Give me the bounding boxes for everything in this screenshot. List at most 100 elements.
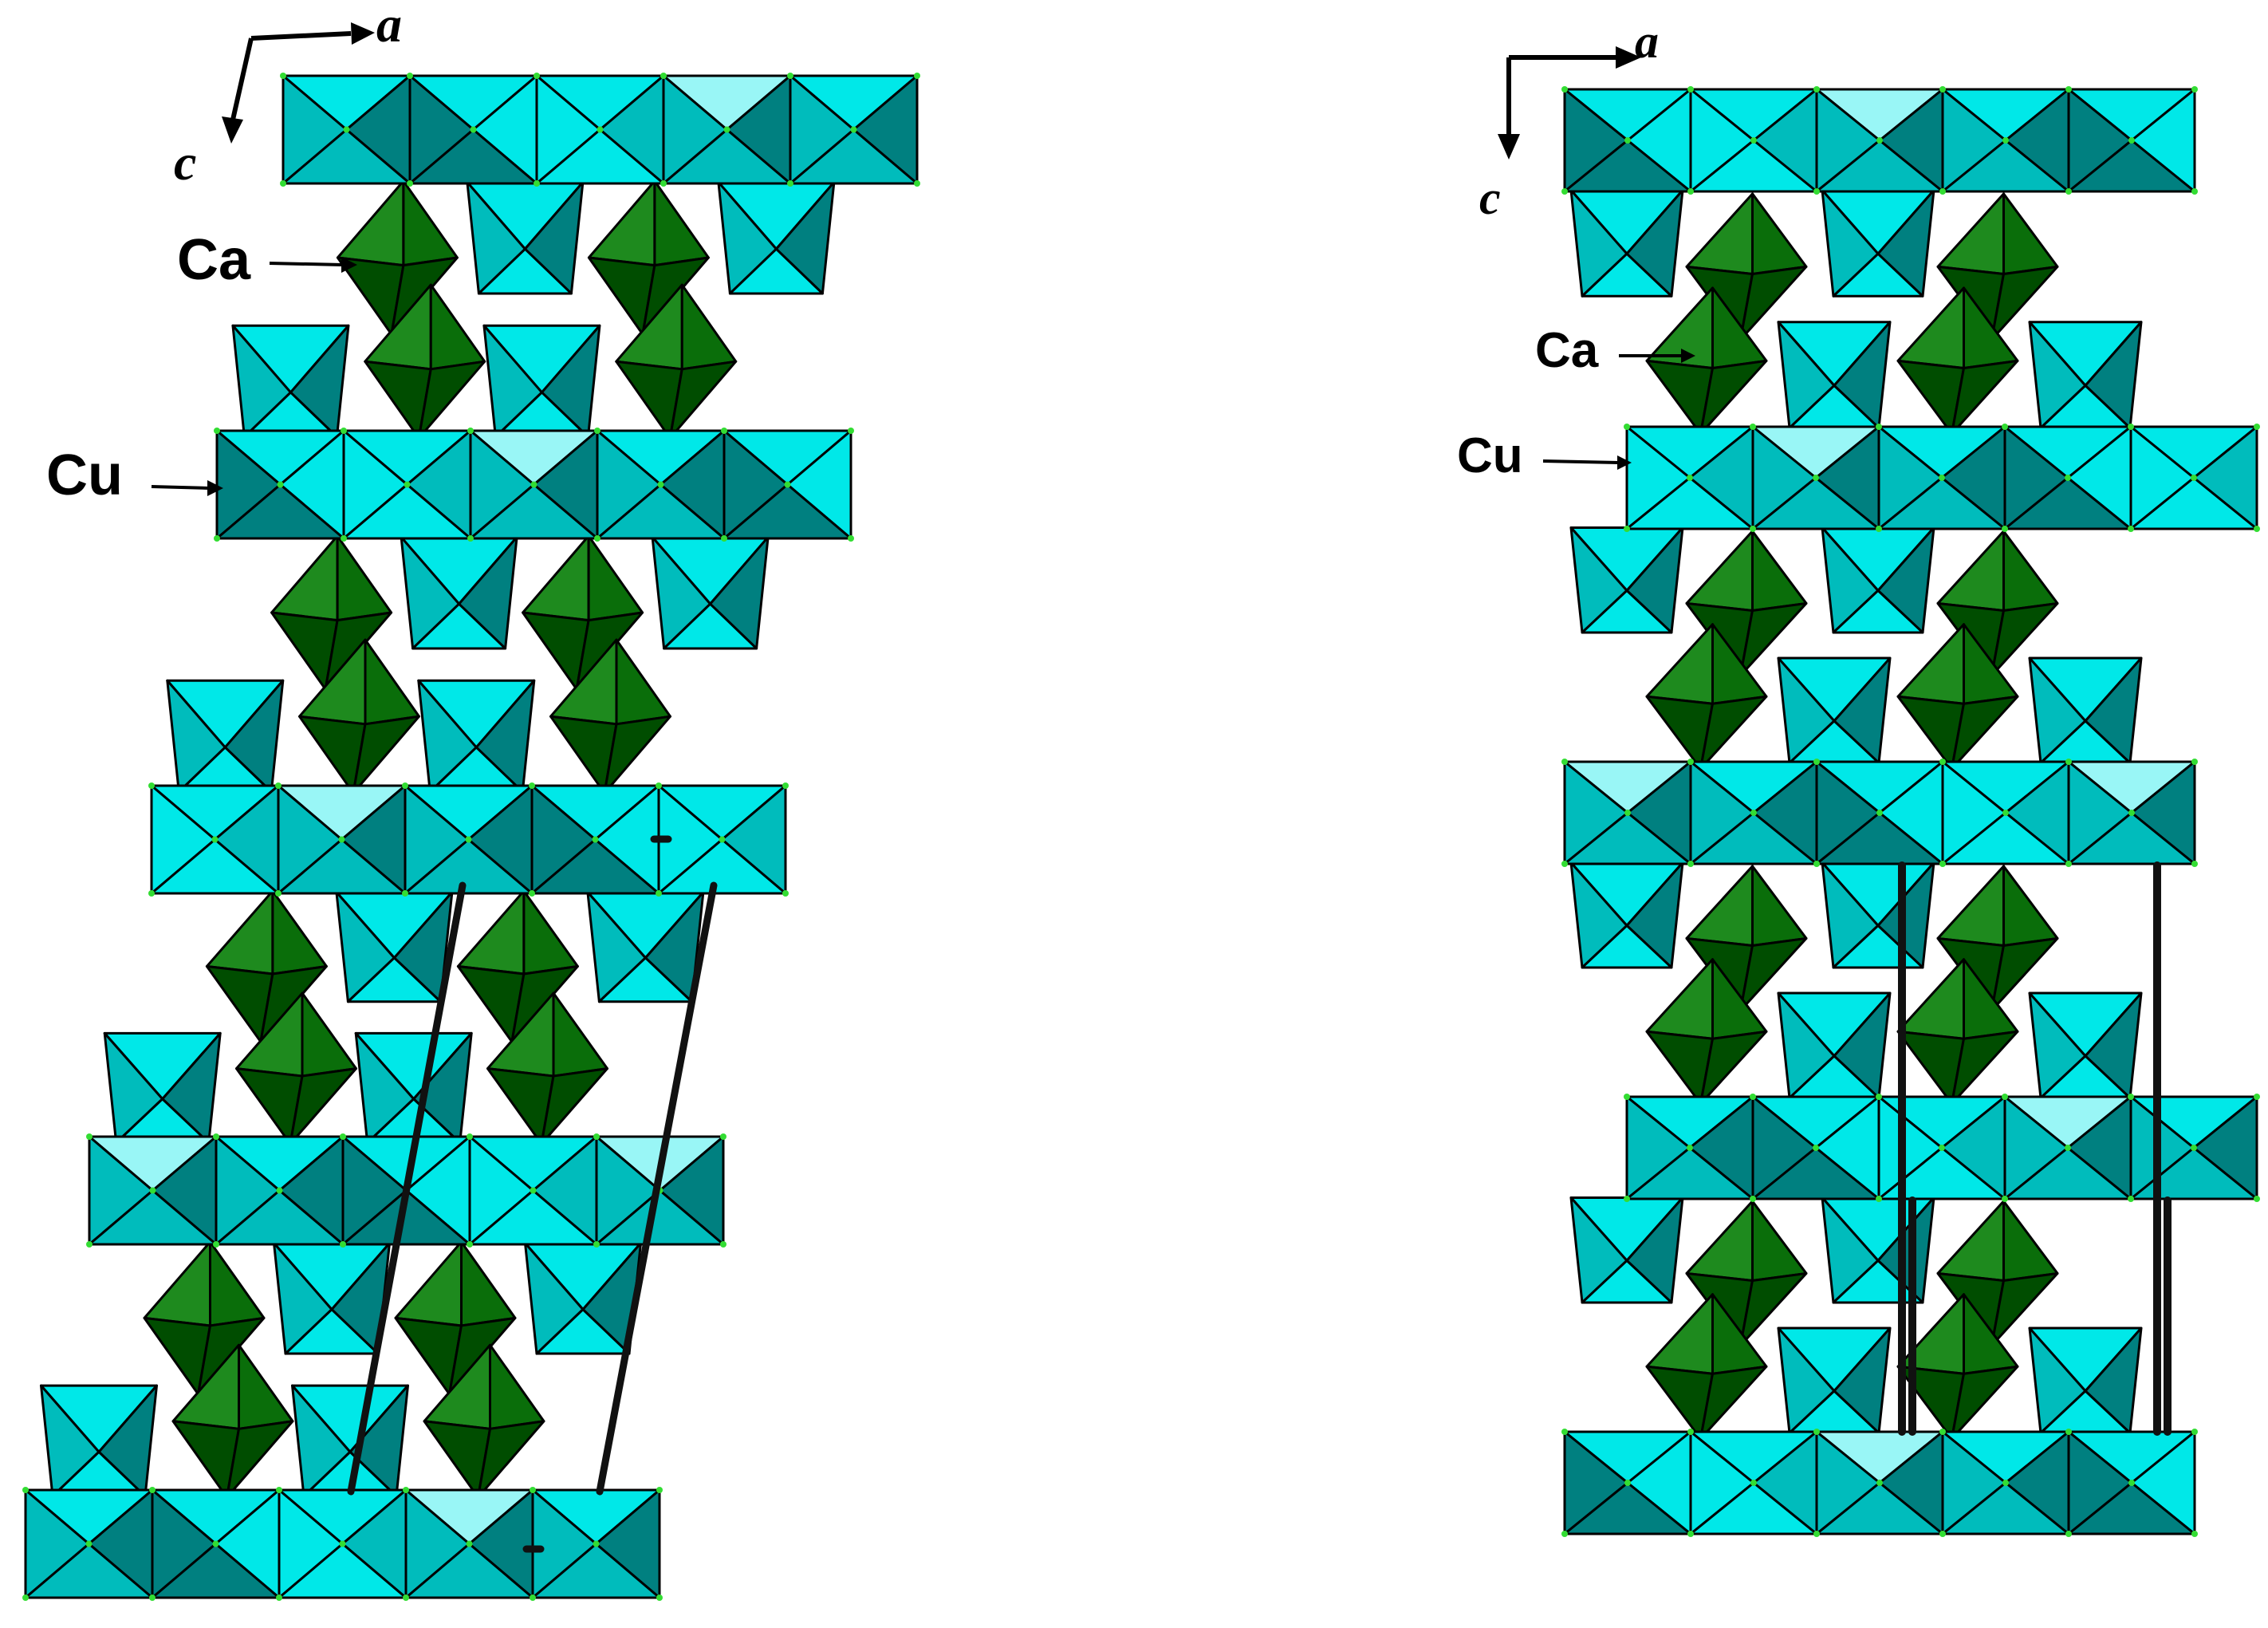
vertex-atom xyxy=(466,1540,473,1547)
axis-label-a: a xyxy=(1635,15,1659,68)
cu-tetrahedron-face xyxy=(1832,252,1924,298)
arrow-right-icon xyxy=(351,22,375,45)
vertex-atom xyxy=(402,890,408,897)
cu-octahedron-face xyxy=(215,1189,345,1246)
ca-polyhedron-face xyxy=(1896,286,1965,370)
vertex-atom xyxy=(2191,86,2198,93)
arrow-down-icon xyxy=(1498,134,1520,160)
vertex-atom xyxy=(1813,475,1819,481)
cu-octahedron-face xyxy=(469,483,599,540)
vertex-atom xyxy=(530,481,537,488)
cu-octahedron-face xyxy=(1815,1481,1944,1535)
ca-polyhedron-face xyxy=(1699,1365,1768,1441)
vertex-atom xyxy=(404,481,411,488)
vertex-atom xyxy=(1813,1531,1820,1537)
vertex-atom xyxy=(660,73,667,79)
cu-octahedron-face xyxy=(151,1543,281,1599)
left-axes: a c xyxy=(174,0,402,191)
vertex-atom xyxy=(1813,1429,1820,1435)
cu-octahedron-face xyxy=(789,128,919,185)
cu-octahedron-face xyxy=(1751,1146,1880,1200)
ca-polyhedron-face xyxy=(1951,359,2019,436)
ca-polyhedron-face xyxy=(143,1240,211,1327)
vertex-atom xyxy=(148,782,155,789)
cu-octahedron-face xyxy=(595,1189,725,1246)
ca-polyhedron-face xyxy=(1990,1271,2059,1347)
vertex-atom xyxy=(1939,86,1946,93)
vertex-atom xyxy=(782,890,789,897)
cu-octahedron-face xyxy=(1689,1481,1818,1535)
vertex-atom xyxy=(2002,137,2009,144)
ca-polyhedron-face xyxy=(1751,192,1808,276)
cu-octahedron-face xyxy=(342,483,472,540)
vertex-atom xyxy=(534,180,540,187)
ca-polyhedron-face xyxy=(1990,936,2059,1012)
vertex-atom xyxy=(212,1540,219,1547)
cu-octahedron-face xyxy=(277,838,407,895)
vertex-atom xyxy=(719,836,726,843)
vertex-atom xyxy=(275,890,282,897)
vertex-atom xyxy=(1750,424,1756,430)
cu-tetrahedron-face xyxy=(1832,589,1924,634)
cu-tetrahedron-face xyxy=(1581,924,1673,969)
cu-tetrahedron-face xyxy=(346,956,442,1003)
vertex-atom xyxy=(403,1487,409,1493)
cu-octahedron-face xyxy=(535,128,665,185)
cu-octahedron-face xyxy=(1689,811,1818,865)
vertex-atom xyxy=(2002,810,2009,816)
vertex-atom xyxy=(848,428,854,434)
vertex-atom xyxy=(402,782,408,789)
vertex-atom xyxy=(2191,861,2198,867)
vertex-atom xyxy=(276,1187,283,1194)
cu-octahedron-face xyxy=(530,838,660,895)
ca-polyhedron-face xyxy=(1936,530,2005,612)
vertex-atom xyxy=(1876,424,1882,430)
arrow-down-icon xyxy=(222,116,243,144)
ca-polyhedron-face xyxy=(2002,865,2059,947)
vertex-atom xyxy=(914,73,920,79)
ca-polyhedron-face xyxy=(1739,1271,1808,1347)
vertex-atom xyxy=(2128,424,2134,430)
cu-octahedron-face xyxy=(404,1543,534,1599)
vertex-atom xyxy=(276,1487,282,1493)
ca-polyhedron-face xyxy=(587,179,656,267)
vertex-atom xyxy=(2065,1531,2072,1537)
vertex-atom xyxy=(1624,137,1631,144)
vertex-atom xyxy=(86,1133,93,1140)
vertex-atom xyxy=(850,126,857,133)
vertex-atom xyxy=(720,1241,726,1248)
cu-octahedron-face xyxy=(2003,476,2132,530)
vertex-atom xyxy=(86,1241,93,1248)
vertex-atom xyxy=(1624,1196,1630,1202)
cu-tetrahedron-face xyxy=(284,1308,380,1355)
arrow-right-icon xyxy=(250,31,352,41)
vertex-atom xyxy=(2002,1094,2008,1100)
ca-polyhedron-face xyxy=(1739,601,1808,677)
vertex-atom xyxy=(213,1241,219,1248)
cu-octahedron-face xyxy=(1877,1146,2006,1200)
vertex-atom xyxy=(597,126,604,133)
vertex-atom xyxy=(1813,861,1820,867)
ca-polyhedron-face xyxy=(1936,865,2005,947)
ca-polyhedron-face xyxy=(394,1240,463,1327)
cu-octahedron-face xyxy=(150,838,280,895)
vertex-atom xyxy=(1876,1196,1882,1202)
vertex-atom xyxy=(214,535,220,542)
cu-tetrahedron-face xyxy=(477,247,573,295)
ca-polyhedron-face xyxy=(209,1240,266,1327)
ca-polyhedron-face xyxy=(1951,695,2019,771)
vertex-atom xyxy=(1939,759,1946,765)
vertex-atom xyxy=(1939,188,1946,195)
vertex-atom xyxy=(1813,188,1820,195)
vertex-atom xyxy=(787,180,793,187)
cu-octahedron-face xyxy=(2003,1146,2132,1200)
vertex-atom xyxy=(2254,526,2260,532)
vertex-atom xyxy=(149,1187,156,1194)
ca-polyhedron-face xyxy=(1739,936,1808,1012)
vertex-atom xyxy=(2128,1480,2135,1486)
cu-octahedron-face xyxy=(1877,476,2006,530)
vertex-atom xyxy=(1687,1429,1694,1435)
cu-octahedron-face xyxy=(24,1543,154,1599)
cu-octahedron-face xyxy=(88,1189,218,1246)
ca-polyhedron-face xyxy=(364,638,420,726)
